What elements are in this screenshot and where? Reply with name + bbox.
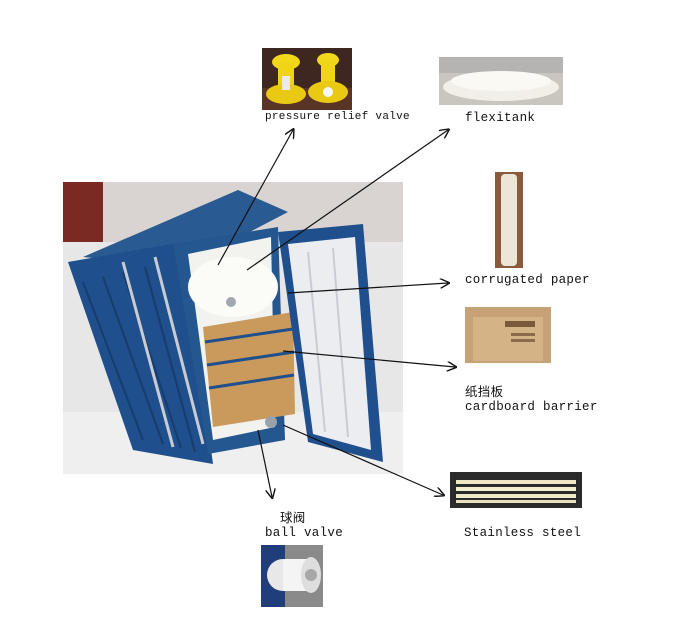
arrow-flexitank bbox=[247, 130, 448, 270]
arrow-cardboard-barrier bbox=[283, 351, 455, 367]
arrow-corrugated-paper bbox=[288, 283, 448, 293]
arrow-pressure-relief-valve bbox=[218, 130, 293, 265]
arrow-stainless-steel bbox=[283, 425, 443, 495]
arrow-ball-valve bbox=[258, 430, 272, 497]
